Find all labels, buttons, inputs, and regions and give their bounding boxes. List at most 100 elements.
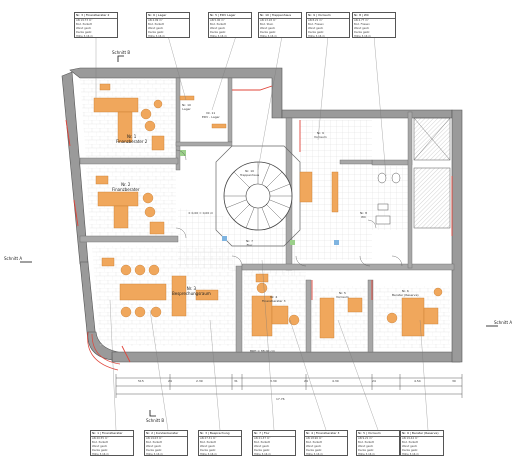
room-table-row: Decke gestr. — [308, 31, 325, 34]
room-table-head: Nr. 3 | Finanzberater 2 — [75, 13, 117, 19]
room-name: Finanzberater 2 — [116, 139, 148, 144]
room-table-row: AN 8.21 m² — [308, 19, 323, 22]
room-table-row: Höhe 3.16 m — [306, 453, 323, 456]
room-table-head: Nr. 7 | Flur — [253, 431, 295, 437]
dimension-label: 31 — [234, 379, 238, 383]
room-table-row: Höhe 3.16 m — [358, 453, 375, 456]
room-table-row: Höhe 3.16 m — [260, 35, 277, 38]
dimension-label: 24 — [168, 379, 172, 383]
room-name: Lager — [182, 106, 191, 111]
room-name: Berater (Reserve) — [392, 292, 419, 297]
room-table-row: Bod. Parkett — [358, 441, 374, 444]
room-table-row: Höhe 3.16 m — [146, 453, 163, 456]
room-number: Nr. 10 — [245, 169, 255, 173]
room-table-row: Decke gestr. — [200, 449, 217, 452]
room-table-row: Wand gestr. — [92, 445, 108, 448]
room-number: Nr. 9 — [316, 131, 324, 135]
room-number: Nr. 7 — [246, 239, 254, 243]
room-table-row: Decke gestr. — [354, 31, 371, 34]
room-name: Finanzberater — [112, 187, 140, 192]
room-table-row: AN 18.96 m² — [306, 437, 323, 440]
dimension-lines — [115, 374, 463, 398]
room-number: Nr. 8 — [360, 211, 368, 215]
room-table-row: Bod. Parkett — [200, 441, 216, 444]
room-table-bottom-1: Nr. 1 | Finanzberater AN 20.55 m² Bod. P… — [90, 430, 134, 456]
room-table-head: Nr. 6 | Berater (Reserve) — [401, 431, 443, 437]
room-table-row: Wand gestr. — [308, 27, 324, 30]
room-number: Nr. 3 — [186, 286, 197, 291]
room-number: Nr. 10 — [182, 103, 191, 107]
dimension-label: 2.39 — [196, 379, 203, 383]
room-table-top-2: Nr. 6 | Lager AN 4.99 m² Bod. Parkett Wa… — [146, 12, 190, 38]
doors — [175, 149, 403, 267]
sill-note: BRH = 88,00 cm — [250, 349, 275, 353]
room-table-bottom-2: Nr. 2 | Kundenberater AN 19.03 m² Bod. P… — [144, 430, 188, 456]
section-markers — [20, 35, 498, 431]
dimension-label: 30 — [452, 379, 456, 383]
dimension-label: 4.30 — [332, 379, 339, 383]
room-table-row: Höhe 3.16 m — [92, 453, 109, 456]
room-table-row: Bod. Parkett — [76, 23, 92, 26]
room-table-row: Bod. Fliesen — [308, 23, 324, 26]
room-table-row: Bod. Stein — [260, 23, 274, 26]
furniture — [93, 83, 443, 339]
room-table-row: Bod. Parkett — [92, 441, 108, 444]
room-table-row: Wand gestr. — [210, 27, 226, 30]
room-label-8: Nr. 8 WC — [360, 211, 368, 219]
room-table-row: AN 5.90 m² — [210, 19, 225, 22]
room-table-row: Höhe 3.16 m — [254, 453, 271, 456]
room-label-5: Nr. 5 Vorraum — [336, 291, 349, 299]
room-table-bottom-7: Nr. 6 | Berater (Reserve) AN 19.44 m² Bo… — [400, 430, 444, 456]
wc-fixtures — [375, 172, 401, 225]
room-name: Besprechungsraum — [172, 291, 211, 296]
room-table-top-5: Nr. 9 | Vorraum AN 8.21 m² Bod. Fliesen … — [306, 12, 350, 38]
room-label-1: Nr. 1 Finanzberater 2 — [116, 134, 147, 144]
room-name: Vorraum — [314, 134, 327, 139]
room-table-top-3: Nr. 5 | EDV Lager AN 5.90 m² Bod. Parket… — [208, 12, 252, 38]
room-table-row: Decke gestr. — [260, 31, 277, 34]
room-table-row: Wand gestr. — [306, 445, 322, 448]
room-name: EDV - Lager — [202, 114, 220, 119]
room-table-head: Nr. 1 | Finanzberater — [91, 431, 133, 437]
dimension-label: 515 — [138, 379, 144, 383]
room-table-row: Wand gestr. — [260, 27, 276, 30]
room-table-row: Höhe 3.16 m — [308, 35, 325, 38]
room-table-row: Bod. Parkett — [306, 441, 322, 444]
room-table-head: Nr. 9 | Vorraum — [307, 13, 349, 19]
room-table-row: AN 21.37 m² — [254, 437, 271, 440]
room-table-row: AN 27.31 m² — [200, 437, 217, 440]
outer-walls — [61, 67, 463, 363]
room-label-6: Nr. 6 Berater (Reserve) — [392, 289, 419, 297]
room-table-top-6: Nr. 8 | WC AN 4.77 m² Bod. Fliesen Wand … — [352, 12, 396, 38]
room-table-head: Nr. 5 | Vorraum — [357, 431, 399, 437]
room-table-head: Nr. 10 | Treppenhaus — [259, 13, 301, 19]
room-number: Nr. 4 — [270, 295, 278, 299]
section-label-bottom: Schnitt B — [146, 418, 165, 423]
section-label-top: Schnitt B — [112, 50, 131, 55]
room-table-row: Wand gestr. — [200, 445, 216, 448]
room-table-row: Bod. Fliesen — [354, 23, 370, 26]
room-label-stair: Nr. 10 Treppenhaus — [240, 169, 260, 177]
dimension-label: 24 — [372, 379, 376, 383]
room-table-row: Decke gestr. — [148, 31, 165, 34]
room-table-row: Decke gestr. — [402, 449, 419, 452]
room-table-row: Decke gestr. — [210, 31, 227, 34]
room-number: Nr. 2 — [121, 182, 131, 187]
room-label-11: Nr. 11 EDV - Lager — [202, 111, 220, 119]
room-name: Treppenhaus — [240, 172, 260, 177]
room-table-row: Bod. Parkett — [146, 441, 162, 444]
room-table-top-1: Nr. 3 | Finanzberater 2 AN 19.73 m² Bod.… — [74, 12, 118, 38]
room-table-row: AN 19.73 m² — [76, 19, 93, 22]
room-table-row: Höhe 3.16 m — [76, 35, 93, 38]
room-table-row: Wand gestr. — [148, 27, 164, 30]
room-table-row: Wand gestr. — [358, 445, 374, 448]
room-table-row: AN 20.55 m² — [92, 437, 109, 440]
room-label-10: Nr. 10 Lager — [182, 103, 191, 111]
room-table-bottom-5: Nr. 4 | Finanzberater 3 AN 18.96 m² Bod.… — [304, 430, 348, 456]
room-table-top-4: Nr. 10 | Treppenhaus AN 13.18 m² Bod. St… — [258, 12, 302, 38]
room-table-row: Wand gestr. — [76, 27, 92, 30]
room-table-head: Nr. 5 | EDV Lager — [209, 13, 251, 19]
room-name: Finanzberater 3 — [262, 298, 286, 303]
